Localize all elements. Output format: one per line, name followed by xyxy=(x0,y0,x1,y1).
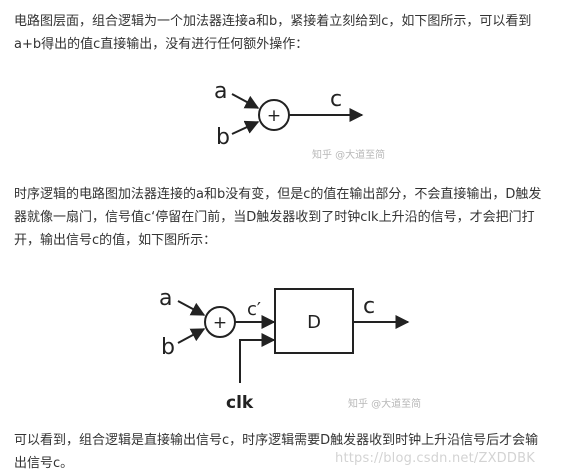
paragraph-sequential: 时序逻辑的电路图加法器连接的a和b没有变，但是c的值在输出部分，不会直接输出，D… xyxy=(14,187,542,248)
input-b-label: b xyxy=(161,335,175,360)
d-flipflop-label: D xyxy=(307,312,321,333)
output-c-label: c xyxy=(363,294,375,319)
input-a-label: a xyxy=(214,79,227,104)
paragraph-combinational: 电路图层面，组合逻辑为一个加法器连接a和b，紧接着立刻给到c，如下图所示，可以看… xyxy=(14,14,532,52)
figure2-watermark: 知乎 @大道至简 xyxy=(348,399,422,410)
input-b-arrow xyxy=(231,120,260,135)
figure1-watermark: 知乎 @大道至简 xyxy=(312,150,386,161)
intermediate-c-prime-label: c′ xyxy=(247,299,261,320)
clock-label: clk xyxy=(226,393,254,413)
paragraph-conclusion: 可以看到，组合逻辑是直接输出信号c，时序逻辑需要D触发器收到时钟上升沿信号后才会… xyxy=(14,433,539,471)
adder-symbol: + xyxy=(213,313,227,333)
sequential-logic-diagram: a b + c′ D c clk xyxy=(159,286,410,413)
input-a-arrow xyxy=(231,93,260,109)
input-a-label: a xyxy=(159,286,172,311)
combinational-logic-diagram: a b + c xyxy=(214,79,364,150)
input-b-label: b xyxy=(216,125,230,150)
input-a-arrow xyxy=(177,300,206,316)
output-c-label: c xyxy=(330,87,342,112)
csdn-watermark: https://blog.csdn.net/ZXDDBK xyxy=(335,451,535,466)
input-b-arrow xyxy=(177,328,206,344)
clock-wire xyxy=(239,333,276,383)
adder-symbol: + xyxy=(267,106,281,126)
